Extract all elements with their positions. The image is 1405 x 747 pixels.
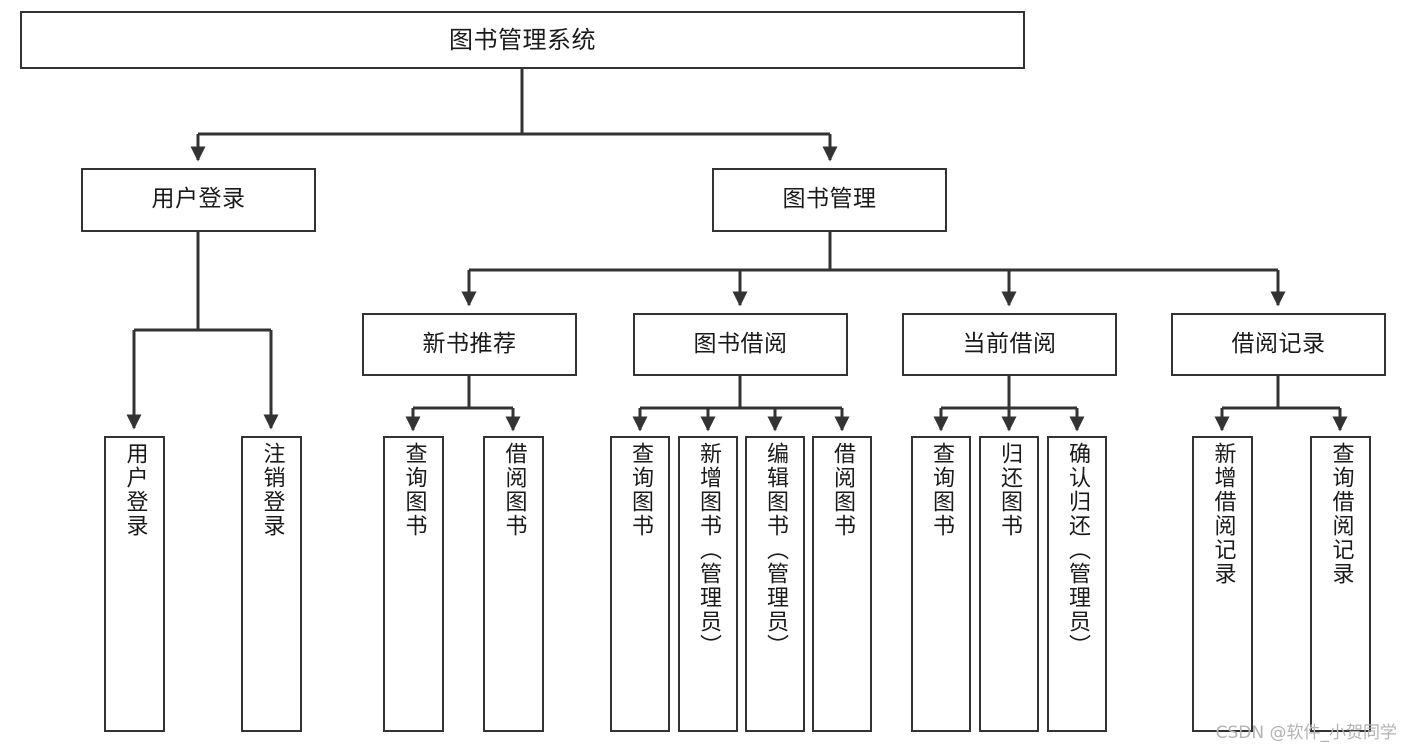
node-leaf-query-book-1-label: 查询图书 bbox=[401, 442, 427, 538]
node-leaf-confirm-return[interactable]: 确认归还（管理员） bbox=[1047, 436, 1107, 732]
node-borrow-record[interactable]: 借阅记录 bbox=[1171, 313, 1386, 376]
node-leaf-query-record-label: 查询借阅记录 bbox=[1328, 442, 1354, 586]
node-leaf-query-book-3-label: 查询图书 bbox=[929, 442, 954, 538]
node-leaf-borrow-book-1-label: 借阅图书 bbox=[501, 442, 527, 538]
node-leaf-logout-label: 注销登录 bbox=[259, 442, 285, 538]
node-leaf-query-book-2-label: 查询图书 bbox=[628, 442, 653, 538]
node-book-manage-label: 图书管理 bbox=[782, 186, 877, 213]
node-leaf-query-book-2[interactable]: 查询图书 bbox=[610, 436, 670, 732]
node-new-book-rec[interactable]: 新书推荐 bbox=[362, 313, 577, 376]
node-leaf-user-login[interactable]: 用户登录 bbox=[104, 436, 165, 732]
node-leaf-borrow-book-1[interactable]: 借阅图书 bbox=[483, 436, 544, 732]
node-leaf-add-book-label: 新增图书（管理员） bbox=[696, 442, 721, 658]
node-user-login-label: 用户登录 bbox=[151, 186, 246, 213]
node-leaf-query-record[interactable]: 查询借阅记录 bbox=[1310, 436, 1371, 732]
node-leaf-add-book[interactable]: 新增图书（管理员） bbox=[678, 436, 738, 732]
node-leaf-borrow-book-2[interactable]: 借阅图书 bbox=[812, 436, 872, 732]
node-current-borrow-label: 当前借阅 bbox=[962, 330, 1057, 357]
node-root-label: 图书管理系统 bbox=[449, 25, 596, 54]
csdn-watermark: CSDN @软件_小贺同学 bbox=[1215, 723, 1397, 743]
node-leaf-borrow-book-2-label: 借阅图书 bbox=[830, 442, 855, 538]
node-leaf-confirm-return-label: 确认归还（管理员） bbox=[1065, 442, 1090, 658]
node-borrow-record-label: 借阅记录 bbox=[1231, 330, 1326, 357]
node-root[interactable]: 图书管理系统 bbox=[20, 11, 1025, 69]
node-book-borrow-label: 图书借阅 bbox=[693, 330, 788, 357]
node-leaf-return-book-label: 归还图书 bbox=[997, 442, 1022, 538]
node-leaf-return-book[interactable]: 归还图书 bbox=[979, 436, 1039, 732]
node-current-borrow[interactable]: 当前借阅 bbox=[902, 313, 1117, 376]
node-leaf-add-record[interactable]: 新增借阅记录 bbox=[1192, 436, 1253, 732]
node-new-book-rec-label: 新书推荐 bbox=[422, 330, 517, 357]
node-leaf-user-login-label: 用户登录 bbox=[122, 442, 148, 538]
node-leaf-logout[interactable]: 注销登录 bbox=[241, 436, 302, 732]
node-leaf-edit-book-label: 编辑图书（管理员） bbox=[763, 442, 788, 658]
node-book-manage[interactable]: 图书管理 bbox=[712, 168, 947, 232]
node-leaf-query-book-3[interactable]: 查询图书 bbox=[911, 436, 971, 732]
node-leaf-add-record-label: 新增借阅记录 bbox=[1210, 442, 1236, 586]
node-book-borrow[interactable]: 图书借阅 bbox=[633, 313, 848, 376]
node-user-login[interactable]: 用户登录 bbox=[81, 168, 316, 232]
node-leaf-edit-book[interactable]: 编辑图书（管理员） bbox=[745, 436, 805, 732]
node-leaf-query-book-1[interactable]: 查询图书 bbox=[383, 436, 444, 732]
